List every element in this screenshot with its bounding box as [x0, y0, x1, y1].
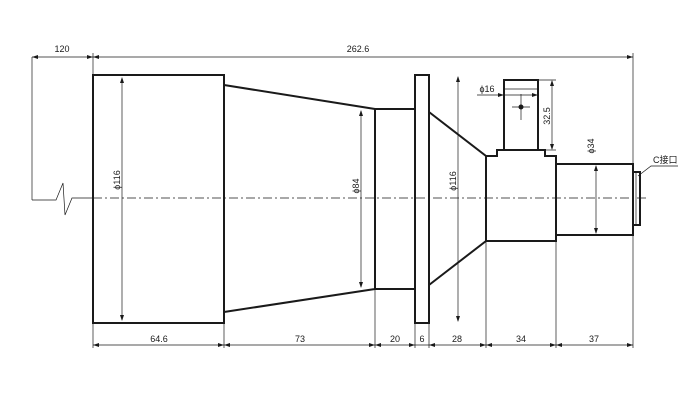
c-mount-leader-line: [637, 165, 678, 177]
c-mount-thread: [632, 171, 641, 226]
flange: [414, 74, 430, 324]
taper-diameter-label: ϕ84: [351, 178, 361, 193]
segment-4-label: 6: [419, 334, 424, 344]
lens-body: [92, 74, 641, 324]
segment-2-label: 73: [295, 334, 305, 344]
mount-diameter-label: ϕ34: [586, 138, 596, 153]
total-length-label: 262.6: [347, 44, 370, 54]
front-diameter-label: ϕ116: [112, 170, 122, 189]
segment-3-label: 20: [390, 334, 400, 344]
offset-dimension-label: 120: [54, 44, 69, 54]
segment-7-label: 37: [589, 334, 599, 344]
segment-5-label: 28: [452, 334, 462, 344]
segment-6-label: 34: [516, 334, 526, 344]
screw-height-label: 32.5: [542, 107, 552, 125]
break-symbol: [32, 182, 93, 216]
top-dimensions: 120 262.6: [31, 44, 634, 200]
mount-barrel: [555, 163, 634, 236]
lock-screw: [503, 79, 539, 151]
flange-diameter-label: ϕ116: [448, 171, 458, 190]
c-mount-label: C接口: [653, 154, 678, 165]
focus-ring: [486, 149, 557, 242]
screw-diameter-label: ϕ16: [479, 84, 494, 94]
tapered-section: [223, 84, 376, 313]
c-mount-callout: C接口: [637, 154, 678, 177]
diameter-dimensions: ϕ116 ϕ84 ϕ116 ϕ34 ϕ16 32.5: [112, 76, 598, 322]
rear-barrel: [374, 108, 416, 290]
segment-1-label: 64.6: [150, 334, 168, 344]
bottom-dimensions: 64.6 73 20 6 28 34 37: [92, 235, 634, 348]
front-barrel: [92, 74, 225, 324]
rear-cone: [428, 111, 487, 286]
